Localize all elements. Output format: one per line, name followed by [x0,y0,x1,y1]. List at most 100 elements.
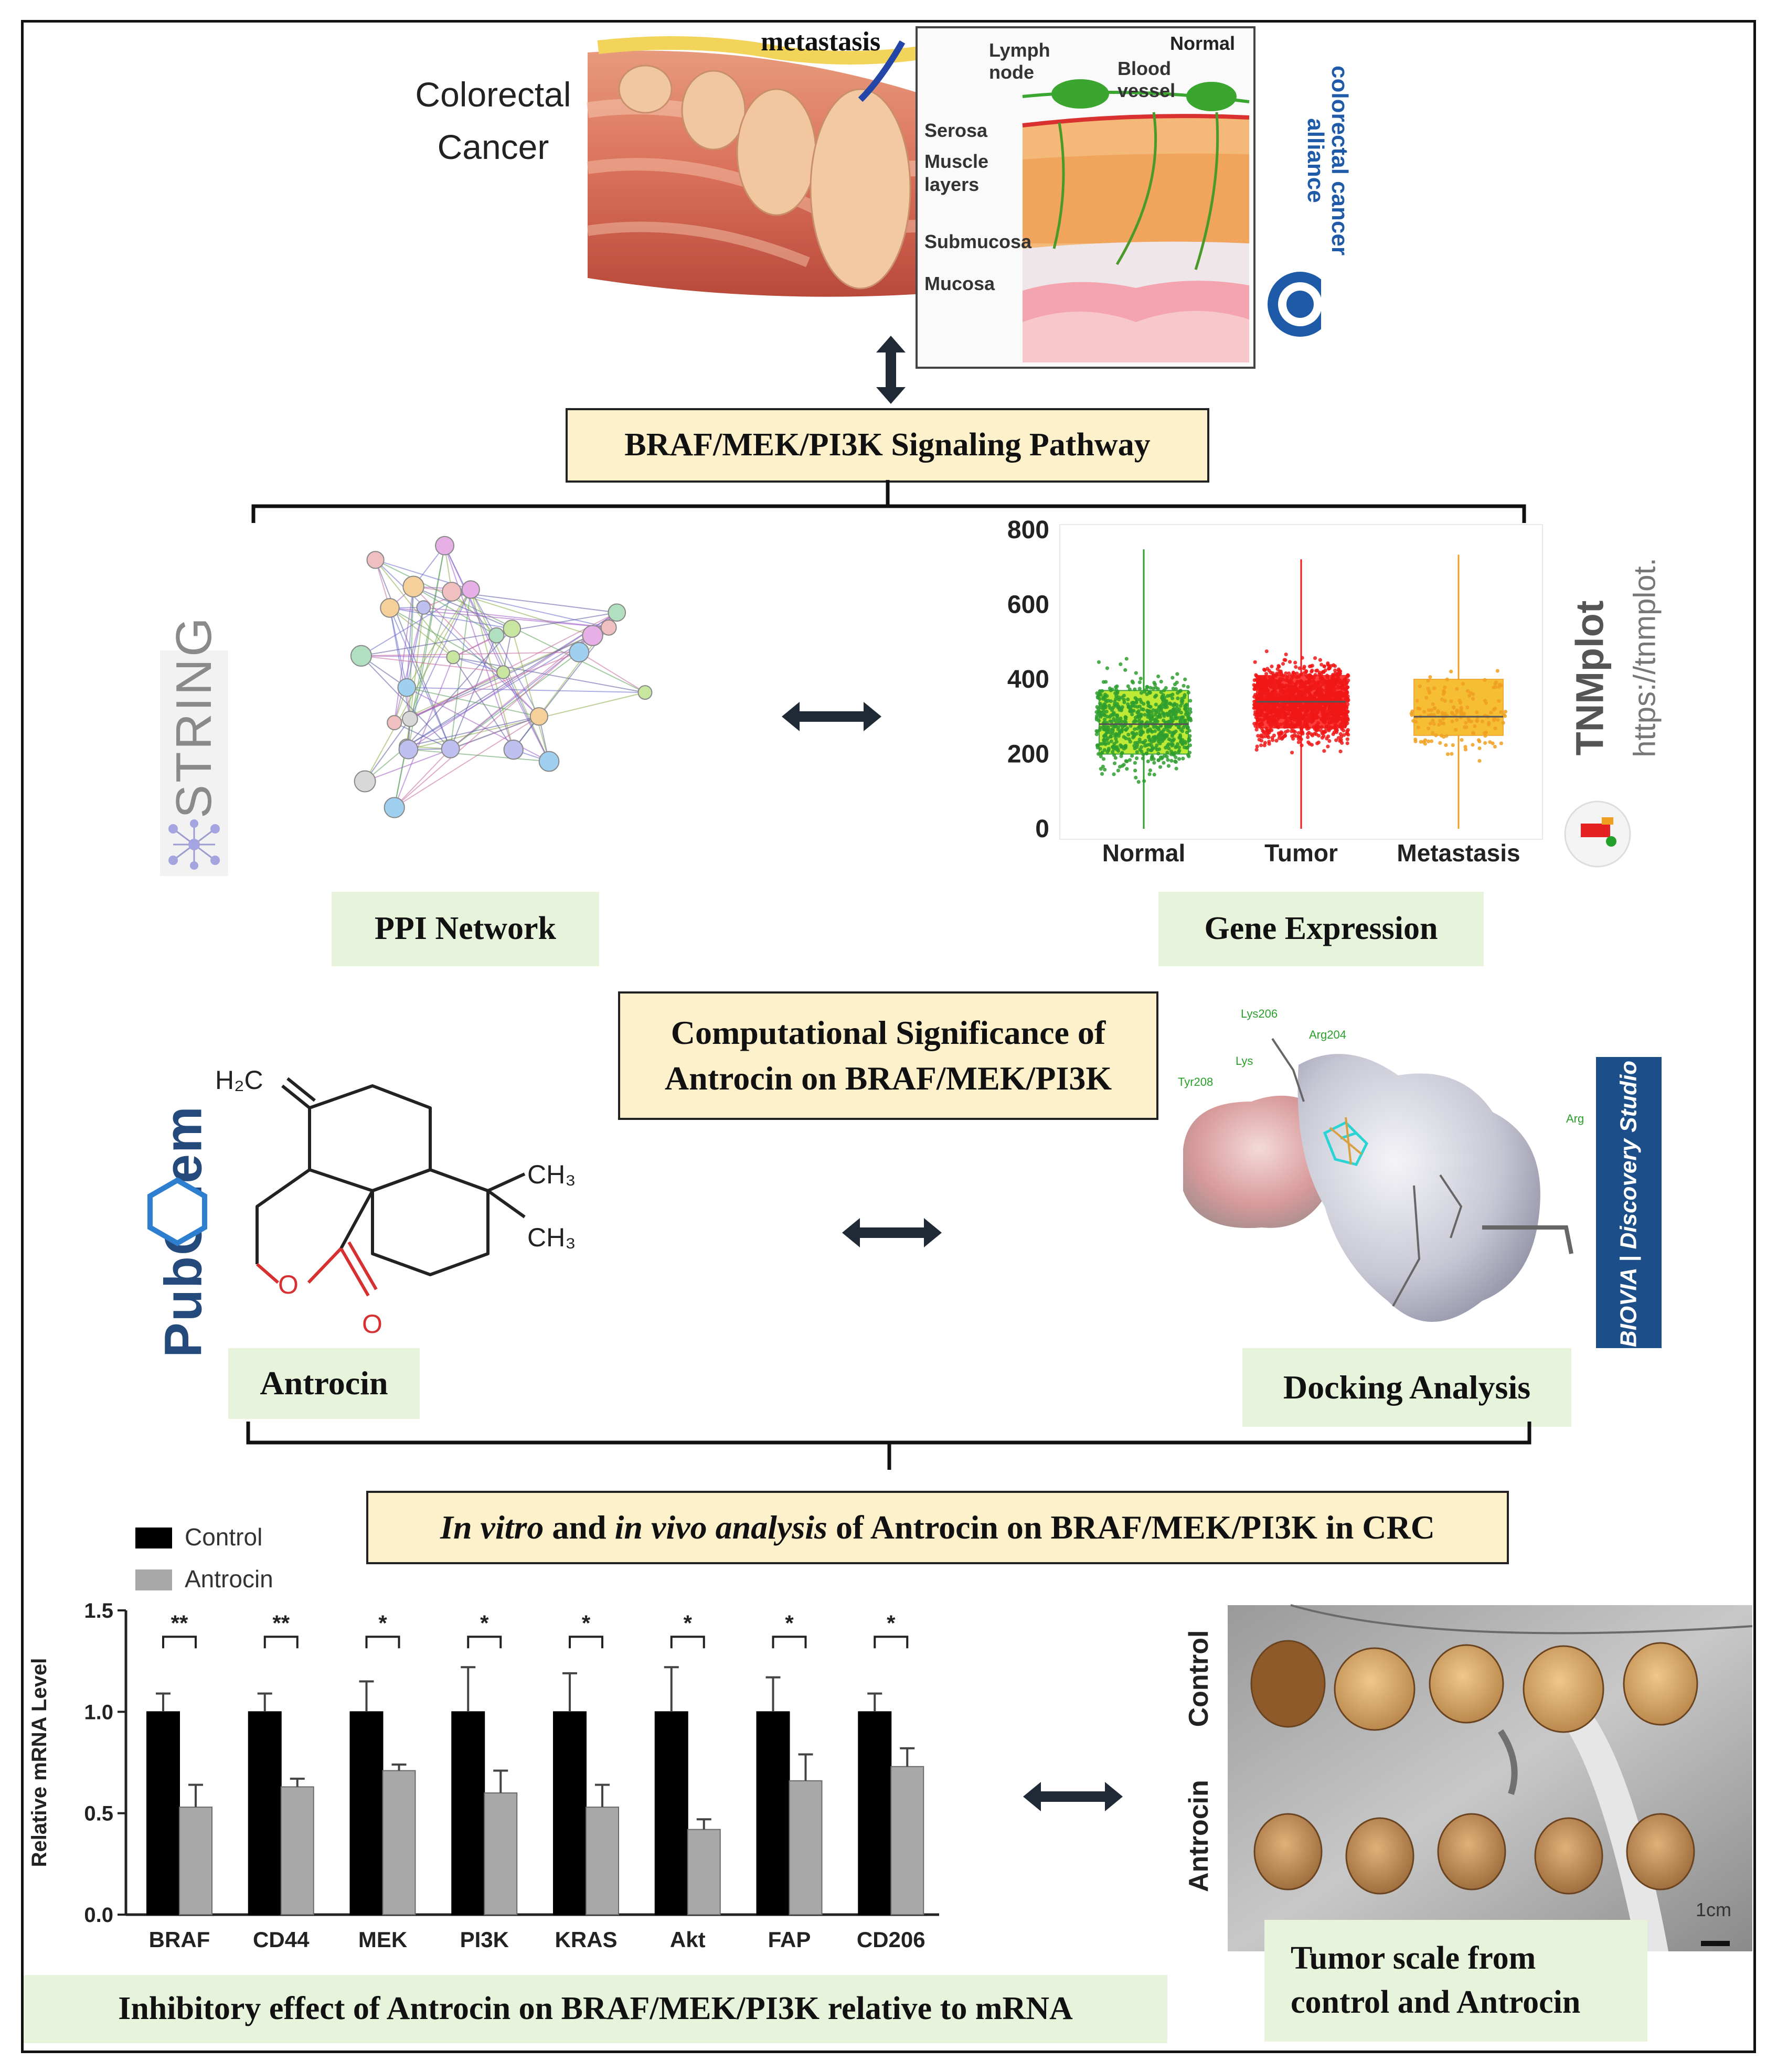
tnm-point [1271,690,1275,695]
tnm-point [1422,710,1427,714]
significance-bracket [263,1636,299,1649]
tnm-point [1264,672,1269,676]
tnm-point [1334,738,1338,742]
tnm-point [1497,699,1501,703]
tnmplot-icon [1564,800,1631,868]
tnm-point [1336,675,1340,679]
tnm-point [1285,720,1290,724]
bar-antrocin [179,1807,212,1915]
tnm-point [1426,679,1430,683]
tnm-point [1340,691,1345,696]
tnm-point [1187,754,1191,759]
tnm-point [1280,735,1285,740]
tnm-point [1139,700,1143,704]
tnm-point [1336,712,1340,716]
tnm-point [1299,713,1303,718]
ppi-node [435,536,455,556]
tnm-point [1177,707,1182,712]
tnm-y-tick: 0 [1035,815,1049,843]
tnm-point [1150,740,1154,744]
tnm-point [1329,705,1334,709]
tnm-point [1160,696,1164,700]
tnm-point [1252,706,1256,710]
ppi-node [582,625,603,646]
computational-line1: Computational Significance of [671,1014,1106,1052]
tnm-point [1267,692,1271,696]
tnm-point [1115,717,1120,721]
tnm-point [1414,720,1418,724]
ppi-edge [450,651,580,750]
ppi-edge [361,651,579,657]
tnm-point [1141,752,1145,756]
bar-x-label: KRAS [555,1927,617,1952]
tnm-point [1114,688,1119,692]
legend-label-control: Control [185,1523,262,1551]
ppi-edge [360,655,451,750]
tnm-point [1142,690,1146,694]
blood-vessel-line2: vessel [1118,80,1176,101]
tnm-point [1123,668,1127,672]
significance-label: * [684,1610,693,1635]
tnm-point [1265,667,1270,671]
tnm-point [1102,713,1106,717]
docking-surface-image: Lys206 Arg204 Tyr208 Lys Arg [1178,1007,1584,1322]
tnm-point [1267,675,1272,679]
tnm-point [1136,709,1141,713]
tnm-point [1265,729,1269,733]
tnm-point [1123,745,1127,750]
tnm-point [1271,706,1276,711]
tnm-point [1419,740,1423,744]
tnm-point [1314,732,1318,736]
bar-control [248,1711,282,1915]
tnm-point [1449,669,1453,674]
tnm-point [1444,743,1448,747]
ppi-edge [389,607,408,688]
tnm-point [1445,752,1450,756]
tnm-point [1323,720,1327,725]
tnm-point [1437,722,1441,727]
tnm-point [1477,746,1482,751]
tnm-point [1327,714,1331,719]
atom-o-ring: O [278,1270,299,1299]
tnm-point [1278,669,1282,674]
ppi-edge [451,591,617,613]
tnm-point [1286,729,1290,733]
tnm-point [1311,718,1315,722]
significance-label: * [480,1610,489,1635]
bar-group-cd206: * [858,1610,924,1915]
tnm-point [1492,685,1496,689]
tnm-point [1429,721,1433,725]
bar-antrocin [484,1792,518,1915]
tnm-point [1297,708,1301,712]
tnm-y-tick: 400 [1007,666,1049,693]
tnm-point [1491,741,1495,745]
tnm-point [1142,779,1146,783]
tnm-point [1286,724,1290,729]
tnm-point [1321,682,1325,687]
muscle-line1: Muscle [924,151,989,172]
tnm-point [1503,714,1507,718]
tnm-point [1124,657,1129,661]
invitro-text1: and [544,1508,615,1546]
tnm-point [1152,773,1156,777]
tnm-point [1183,707,1187,711]
tnm-point [1133,719,1137,723]
double-arrow-icon-3 [1023,1782,1123,1811]
tnm-point [1342,679,1346,683]
tnm-point [1311,684,1316,688]
tnm-point [1112,711,1116,715]
tnm-point [1489,711,1493,715]
ppi-edge [393,657,454,808]
tnm-point [1112,724,1117,728]
tnm-point [1100,772,1104,776]
ppi-node [569,642,590,663]
tnm-point [1444,734,1449,738]
tnm-point [1114,736,1118,741]
ppi-edge [452,657,514,750]
tumor-control [1250,1640,1326,1728]
tnm-point [1163,735,1167,740]
tnm-point [1443,699,1447,703]
tnm-point [1409,711,1413,715]
tnm-point [1332,725,1336,730]
tnm-point [1148,727,1152,731]
